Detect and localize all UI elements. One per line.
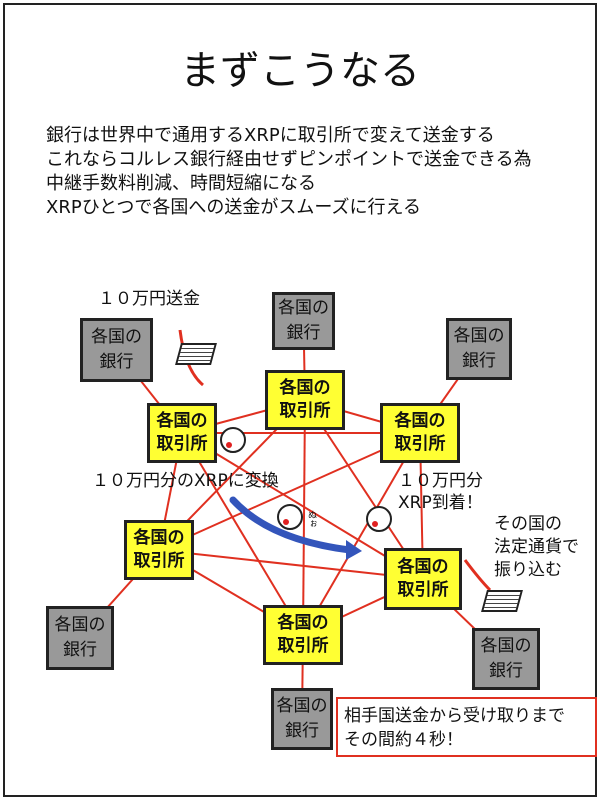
arrow-head	[346, 540, 362, 560]
exchange-node: 各国の取引所	[147, 403, 217, 463]
node-label: 取引所	[156, 434, 208, 454]
node-label: 各国の	[276, 696, 328, 716]
character-icon	[220, 427, 246, 453]
note-line: 相手国送金から受け取りまで	[344, 706, 565, 726]
exchange-link	[158, 549, 424, 580]
deposit-label-1: その国の	[494, 514, 562, 534]
exchange-link	[181, 432, 304, 636]
exchange-node: 各国の取引所	[263, 605, 343, 665]
arrive-label-2: XRP到着！	[398, 493, 483, 513]
bank-node: 各国の銀行	[271, 688, 333, 750]
node-label: 各国の	[278, 298, 329, 318]
note-line: その間約４秒！	[344, 730, 463, 750]
bank-node: 各国の銀行	[46, 606, 114, 670]
exchange-link	[302, 432, 421, 636]
bank-node: 各国の銀行	[472, 628, 540, 690]
time-note: 相手国送金から受け取りまで その間約４秒！	[336, 697, 597, 757]
money-stack-icon	[481, 590, 523, 612]
sfx-label: ぬぉ	[306, 510, 316, 528]
node-label: 銀行	[489, 661, 523, 681]
bank-node: 各国の銀行	[272, 292, 335, 350]
transfer-arrow	[463, 559, 492, 592]
node-label: 銀行	[285, 721, 319, 741]
convert-label: １０万円分のXRPに変換	[92, 471, 279, 491]
node-label: 各国の	[91, 327, 142, 347]
money-stack-icon	[175, 343, 217, 365]
node-label: 各国の	[394, 411, 446, 431]
node-label: 各国の	[133, 528, 185, 548]
node-label: 取引所	[133, 551, 185, 571]
exchange-node: 各国の取引所	[265, 370, 345, 430]
exchange-node: 各国の取引所	[380, 403, 460, 463]
description-line: これならコルレス銀行経由せずピンポイントで送金できる為	[46, 149, 532, 170]
page-frame	[3, 3, 597, 797]
node-label: 取引所	[279, 401, 331, 421]
node-label: 各国の	[54, 615, 106, 635]
node-label: 銀行	[286, 323, 321, 343]
bank-node: 各国の銀行	[446, 318, 512, 380]
exchange-link	[302, 399, 306, 636]
exchange-node: 各国の取引所	[384, 548, 462, 610]
node-label: 取引所	[394, 434, 446, 454]
description-line: XRPひとつで各国への送金がスムーズに行える	[46, 197, 421, 218]
exchange-node: 各国の取引所	[124, 520, 194, 580]
deposit-label-2: 法定通貨で	[494, 537, 579, 557]
node-label: 取引所	[397, 580, 449, 600]
character-icon	[366, 506, 392, 532]
node-label: 各国の	[480, 636, 532, 656]
exchange-link	[181, 432, 424, 580]
deposit-label-3: 振り込む	[494, 560, 562, 580]
node-label: 各国の	[453, 326, 505, 346]
description-line: 中継手数料削減、時間短縮になる	[46, 173, 316, 194]
running-character-icon	[277, 504, 303, 530]
page-title: まずこうなる	[180, 48, 420, 94]
node-label: 取引所	[277, 636, 329, 656]
node-label: 各国の	[156, 411, 208, 431]
xrp-transfer-arrow	[229, 496, 354, 554]
node-label: 各国の	[277, 613, 329, 633]
node-label: 銀行	[99, 352, 134, 372]
node-label: 銀行	[63, 640, 97, 660]
bank-node: 各国の銀行	[80, 318, 153, 382]
send-label: １０万円送金	[98, 289, 200, 309]
node-label: 各国の	[397, 557, 449, 577]
exchange-link	[158, 432, 421, 551]
node-label: 各国の	[279, 378, 331, 398]
arrive-label-1: １０万円分	[398, 471, 483, 491]
node-label: 銀行	[462, 351, 496, 371]
description-line: 銀行は世界中で通用するXRPに取引所で変えて送金する	[46, 125, 495, 146]
description: 銀行は世界中で通用するXRPに取引所で変えて送金する これならコルレス銀行経由せ…	[46, 124, 532, 220]
